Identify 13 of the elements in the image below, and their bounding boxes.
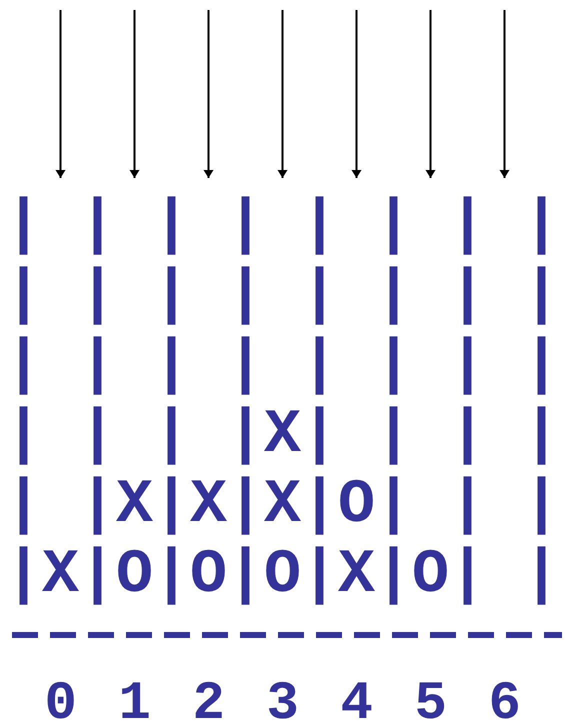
column-number: 1 xyxy=(118,675,151,727)
column-number: 0 xyxy=(44,675,77,727)
board-row: | |X|X|X|O| | | xyxy=(5,470,560,540)
column-number: 4 xyxy=(340,675,373,727)
board-row: | | | | | | | | xyxy=(5,260,560,330)
column-number: 2 xyxy=(192,675,225,727)
board-row: |X|O|O|O|X|O| | xyxy=(5,540,560,610)
column-number: 3 xyxy=(266,675,299,727)
board-row: | | | | | | | | xyxy=(5,190,560,260)
column-number: 6 xyxy=(488,675,521,727)
column-number: 5 xyxy=(414,675,447,727)
board-row: | | | | | | | | xyxy=(5,330,560,400)
board-row: | | | |X| | | | xyxy=(5,400,560,470)
